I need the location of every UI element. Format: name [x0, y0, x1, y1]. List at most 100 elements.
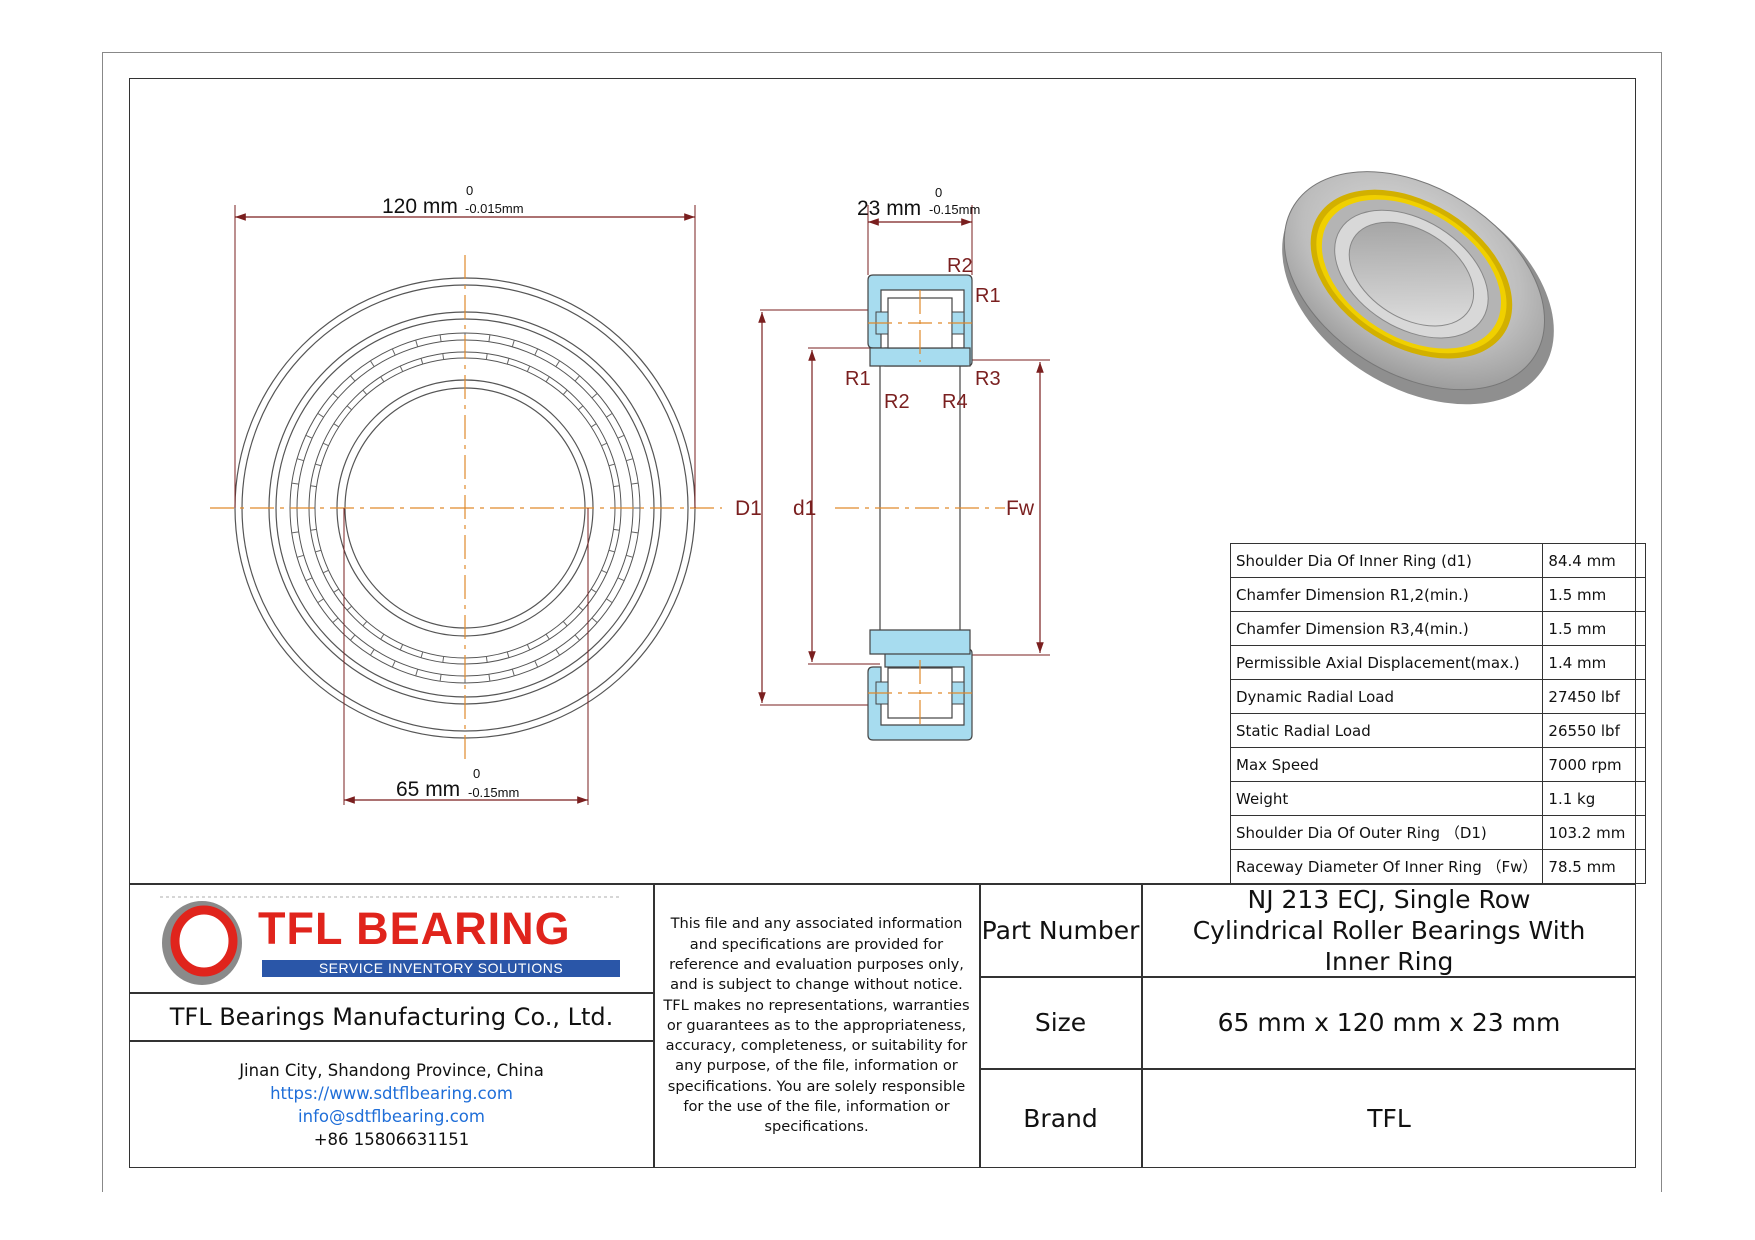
Fw-label: Fw [1006, 497, 1035, 520]
spec-label: Shoulder Dia Of Inner Ring (d1) [1229, 543, 1544, 578]
roller-tick [601, 442, 608, 447]
roller-tick [606, 412, 613, 418]
roller-tick [562, 621, 568, 627]
width-tol-lower: -0.15mm [929, 202, 980, 217]
roller-tick [332, 617, 339, 623]
tfl-logo: TFL BEARING SERVICE INVENTORY SOLUTIONS [160, 895, 622, 990]
roller-tick [613, 485, 620, 488]
roller-tick [608, 463, 615, 467]
roller-tick [578, 605, 584, 611]
roller-tick [315, 463, 322, 467]
roller-tick [511, 339, 515, 347]
spec-label: Dynamic Radial Load [1229, 679, 1544, 714]
company-website-link[interactable]: https://www.sdtflbearing.com [270, 1083, 513, 1103]
roller-tick [415, 339, 419, 347]
bore-tol-upper: 0 [473, 766, 480, 781]
roller-tick [333, 588, 340, 593]
roller-tick [555, 649, 561, 656]
roller-tick [415, 669, 419, 677]
roller-tick [305, 577, 313, 582]
spec-value: 1.1 kg [1542, 781, 1647, 816]
logo-brand-text: TFL BEARING [258, 903, 571, 954]
spec-value: 27450 lbf [1542, 679, 1647, 714]
spec-value: 1.4 mm [1542, 645, 1647, 680]
roller-tick [526, 365, 531, 372]
front-centerlines [210, 255, 722, 760]
part-number-label: Part Number [981, 915, 1140, 945]
roller-tick [485, 353, 488, 360]
brand-value: TFL [1367, 1104, 1411, 1133]
r4-label: R4 [942, 391, 968, 413]
roller-tick [617, 434, 625, 439]
r3-label: R3 [975, 368, 1001, 390]
roller-tick [591, 393, 598, 399]
roller-tick [534, 660, 539, 668]
roller-tick [362, 389, 368, 395]
roller-tick [333, 423, 340, 428]
spec-label: Chamfer Dimension R3,4(min.) [1229, 611, 1544, 646]
roller-tick [399, 644, 404, 651]
roller-tick [369, 360, 375, 367]
spec-value: 84.4 mm [1542, 543, 1647, 578]
roller-tick [590, 588, 597, 593]
outer-tol-lower: -0.015mm [465, 201, 524, 216]
spec-label: Static Radial Load [1229, 713, 1544, 748]
roller-tick [350, 375, 356, 382]
roller-tick [305, 434, 313, 439]
spec-label: Chamfer Dimension R1,2(min.) [1229, 577, 1544, 612]
spec-label: Max Speed [1229, 747, 1544, 782]
roller-tick [317, 412, 324, 418]
roller-tick [380, 633, 385, 640]
r2-bottom-label: R2 [884, 391, 910, 413]
d1-label: d1 [793, 497, 816, 520]
company-email-link[interactable]: info@sdtflbearing.com [298, 1106, 485, 1126]
spec-value: 1.5 mm [1542, 577, 1647, 612]
spec-row: Shoulder Dia Of Outer Ring （D1)103.2 mm [1229, 815, 1647, 850]
spec-label: Permissible Axial Displacement(max.) [1229, 645, 1544, 680]
roller-tick [369, 649, 375, 656]
drawing-sheet [102, 52, 1662, 1192]
roller-tick [631, 531, 639, 534]
spec-value: 1.5 mm [1542, 611, 1647, 646]
logo-graphic [160, 896, 622, 985]
spec-label: Shoulder Dia Of Outer Ring （D1) [1229, 815, 1544, 850]
roller-tick [332, 393, 339, 399]
roller-tick [511, 669, 515, 677]
roller-tick [346, 605, 352, 611]
part-number-value: NJ 213 ECJ, Single Row Cylindrical Rolle… [1192, 884, 1586, 976]
roller-tick [442, 656, 445, 663]
spec-row: Permissible Axial Displacement(max.)1.4 … [1229, 645, 1647, 680]
roller-tick [380, 376, 385, 383]
roller-tick [420, 358, 424, 365]
width-label: 23 mm [857, 197, 921, 220]
roller-tick [608, 549, 615, 553]
spec-value: 78.5 mm [1542, 849, 1647, 884]
spec-value: 7000 rpm [1542, 747, 1647, 782]
logo-tagline: SERVICE INVENTORY SOLUTIONS [262, 960, 620, 977]
section-view [760, 205, 1050, 741]
roller-tick [346, 405, 352, 411]
roller-tick [391, 348, 396, 356]
roller-tick [442, 353, 445, 360]
roller-tick [631, 482, 639, 485]
roller-tick [291, 531, 299, 534]
bearing-3d-render [1282, 171, 1554, 405]
brand-label: Brand [1023, 1104, 1098, 1133]
disclaimer-text: This file and any associated information… [663, 915, 970, 1136]
roller-tick [420, 651, 424, 658]
spec-row: Chamfer Dimension R1,2(min.)1.5 mm [1229, 577, 1647, 612]
roller-tick [506, 651, 510, 658]
roller-tick [391, 660, 396, 668]
roller-tick [399, 365, 404, 372]
roller-tick [315, 549, 322, 553]
roller-tick [322, 569, 329, 574]
roller-tick [613, 528, 620, 531]
company-contact: Jinan City, Shandong Province, China htt… [129, 1041, 654, 1168]
outer-diameter-label: 120 mm [382, 195, 458, 218]
roller-tick [291, 482, 299, 485]
D1-label: D1 [735, 497, 762, 520]
company-phone: +86 15806631151 [313, 1129, 470, 1149]
